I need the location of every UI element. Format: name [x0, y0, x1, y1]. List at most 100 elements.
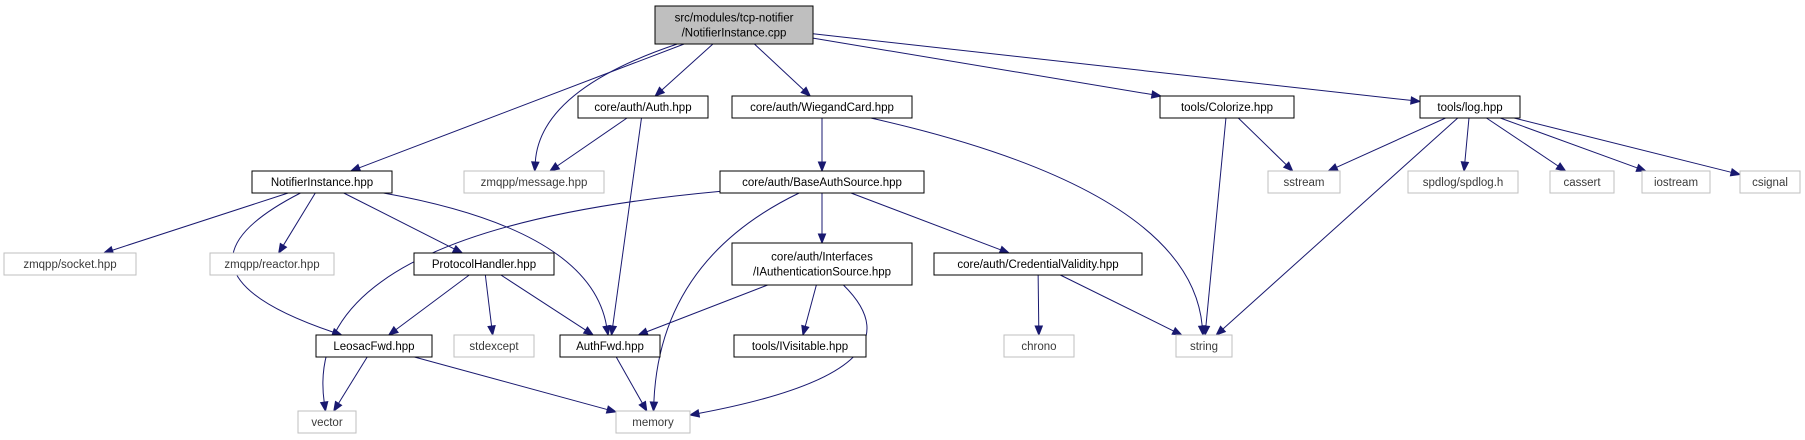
edge-line	[395, 274, 470, 331]
node-auth[interactable]: core/auth/Auth.hpp	[577, 95, 709, 119]
node-box	[1407, 170, 1519, 194]
node-csignal: csignal	[1739, 170, 1801, 194]
node-credvalidity[interactable]: core/auth/CredentialValidity.hpp	[933, 252, 1143, 276]
node-box	[933, 252, 1143, 276]
edge-line	[754, 43, 804, 91]
node-label: AuthFwd.hpp	[576, 341, 644, 353]
node-box	[413, 252, 555, 276]
node-string: string	[1175, 334, 1233, 358]
edge-log-to-spdlog	[1460, 117, 1470, 173]
edge-notifier_hpp-to-protocolhandler	[343, 192, 464, 254]
node-label: memory	[632, 417, 674, 429]
node-box	[315, 334, 433, 358]
edge-arrowhead	[531, 161, 540, 173]
node-authfwd[interactable]: AuthFwd.hpp	[559, 334, 661, 358]
node-baseauth[interactable]: core/auth/BaseAuthSource.hpp	[719, 170, 925, 194]
edge-arrowhead	[1635, 163, 1648, 172]
edge-arrowhead	[800, 86, 812, 97]
node-box	[1003, 334, 1075, 358]
edge-main-to-log	[812, 33, 1422, 105]
node-box	[209, 252, 335, 276]
edge-log-to-cassert	[1486, 117, 1567, 172]
node-label: chrono	[1021, 341, 1056, 353]
node-box	[1641, 170, 1711, 194]
edge-arrowhead	[602, 324, 611, 337]
edge-leosacfwd-to-vector	[333, 356, 368, 413]
node-box	[453, 334, 535, 358]
edge-arrowhead	[1215, 325, 1227, 336]
edge-arrowhead	[349, 163, 362, 172]
node-box	[251, 170, 393, 194]
edge-arrowhead	[1729, 167, 1742, 177]
node-protocolhandler[interactable]: ProtocolHandler.hpp	[413, 252, 555, 276]
edge-log-to-iostream	[1500, 117, 1648, 172]
node-colorize[interactable]: tools/Colorize.hpp	[1159, 95, 1295, 119]
node-box	[731, 242, 913, 286]
edge-notifier_hpp-to-authfwd	[383, 192, 611, 337]
node-cassert: cassert	[1549, 170, 1615, 194]
edge-baseauth-to-iauthsource	[817, 193, 827, 245]
edge-line	[698, 284, 868, 414]
node-ivisitable[interactable]: tools/IVisitable.hpp	[733, 334, 867, 358]
node-memory: memory	[615, 410, 691, 434]
edge-baseauth-to-vector	[319, 190, 721, 413]
edge-notifier_hpp-to-zmq_reactor	[278, 192, 316, 255]
node-notifier-hpp[interactable]: NotifierInstance.hpp	[251, 170, 393, 194]
node-leosacfwd[interactable]: LeosacFwd.hpp	[315, 334, 433, 358]
node-label: /NotifierInstance.cpp	[682, 28, 787, 40]
edge-arrowhead	[582, 326, 595, 336]
node-zmq-message: zmqpp/message.hpp	[463, 170, 605, 194]
edge-line	[804, 284, 817, 327]
node-log[interactable]: tools/log.hpp	[1419, 95, 1521, 119]
edge-line	[557, 117, 628, 167]
edge-arrowhead	[451, 244, 464, 254]
graph-nodes: src/modules/tcp-notifier/NotifierInstanc…	[3, 5, 1801, 434]
node-label: src/modules/tcp-notifier	[675, 13, 794, 25]
edge-protocolhandler-to-leosacfwd	[387, 274, 470, 336]
node-label: string	[1190, 341, 1218, 353]
edge-main-to-auth	[654, 43, 714, 97]
node-label: NotifierInstance.hpp	[271, 177, 373, 189]
node-box	[559, 334, 661, 358]
edge-arrowhead	[387, 325, 399, 336]
node-label: core/auth/WiegandCard.hpp	[750, 102, 894, 114]
node-box	[733, 334, 867, 358]
edge-arrowhead	[1282, 161, 1294, 172]
edge-arrowhead	[638, 400, 648, 413]
node-zmq-reactor: zmqpp/reactor.hpp	[209, 252, 335, 276]
edge-arrowhead	[605, 405, 618, 414]
edge-log-to-csignal	[1513, 117, 1742, 177]
node-label: zmqpp/socket.hpp	[23, 259, 116, 271]
edge-line	[414, 356, 608, 411]
node-wiegand[interactable]: core/auth/WiegandCard.hpp	[731, 95, 913, 119]
edge-wiegand-to-baseauth	[817, 118, 827, 173]
node-zmq-socket: zmqpp/socket.hpp	[3, 252, 137, 276]
edge-arrowhead	[817, 233, 827, 245]
node-label: tools/IVisitable.hpp	[752, 341, 848, 353]
edge-line	[1336, 117, 1446, 168]
node-box	[719, 170, 925, 194]
node-vector: vector	[297, 410, 357, 434]
edge-line	[1513, 117, 1732, 173]
node-main[interactable]: src/modules/tcp-notifier/NotifierInstanc…	[654, 5, 814, 45]
edge-line	[1205, 117, 1227, 327]
edge-line	[1222, 117, 1459, 330]
edge-arrowhead	[487, 325, 496, 337]
edge-line	[812, 37, 1153, 96]
edge-credvalidity-to-chrono	[1034, 274, 1044, 337]
edge-arrowhead	[1150, 90, 1163, 99]
node-label: ProtocolHandler.hpp	[432, 259, 536, 271]
node-label: core/auth/CredentialValidity.hpp	[957, 259, 1118, 271]
edge-line	[500, 274, 586, 331]
node-iauthsource[interactable]: core/auth/Interfaces/IAuthenticationSour…	[731, 242, 913, 286]
edge-credvalidity-to-string	[1060, 274, 1183, 336]
node-box	[297, 410, 357, 434]
edge-authfwd-to-memory	[615, 356, 648, 413]
edge-line	[1060, 274, 1174, 332]
edge-line	[1237, 117, 1287, 166]
node-spdlog: spdlog/spdlog.h	[1407, 170, 1519, 194]
node-box	[1739, 170, 1801, 194]
node-sstream: sstream	[1267, 170, 1341, 194]
node-box	[1549, 170, 1615, 194]
